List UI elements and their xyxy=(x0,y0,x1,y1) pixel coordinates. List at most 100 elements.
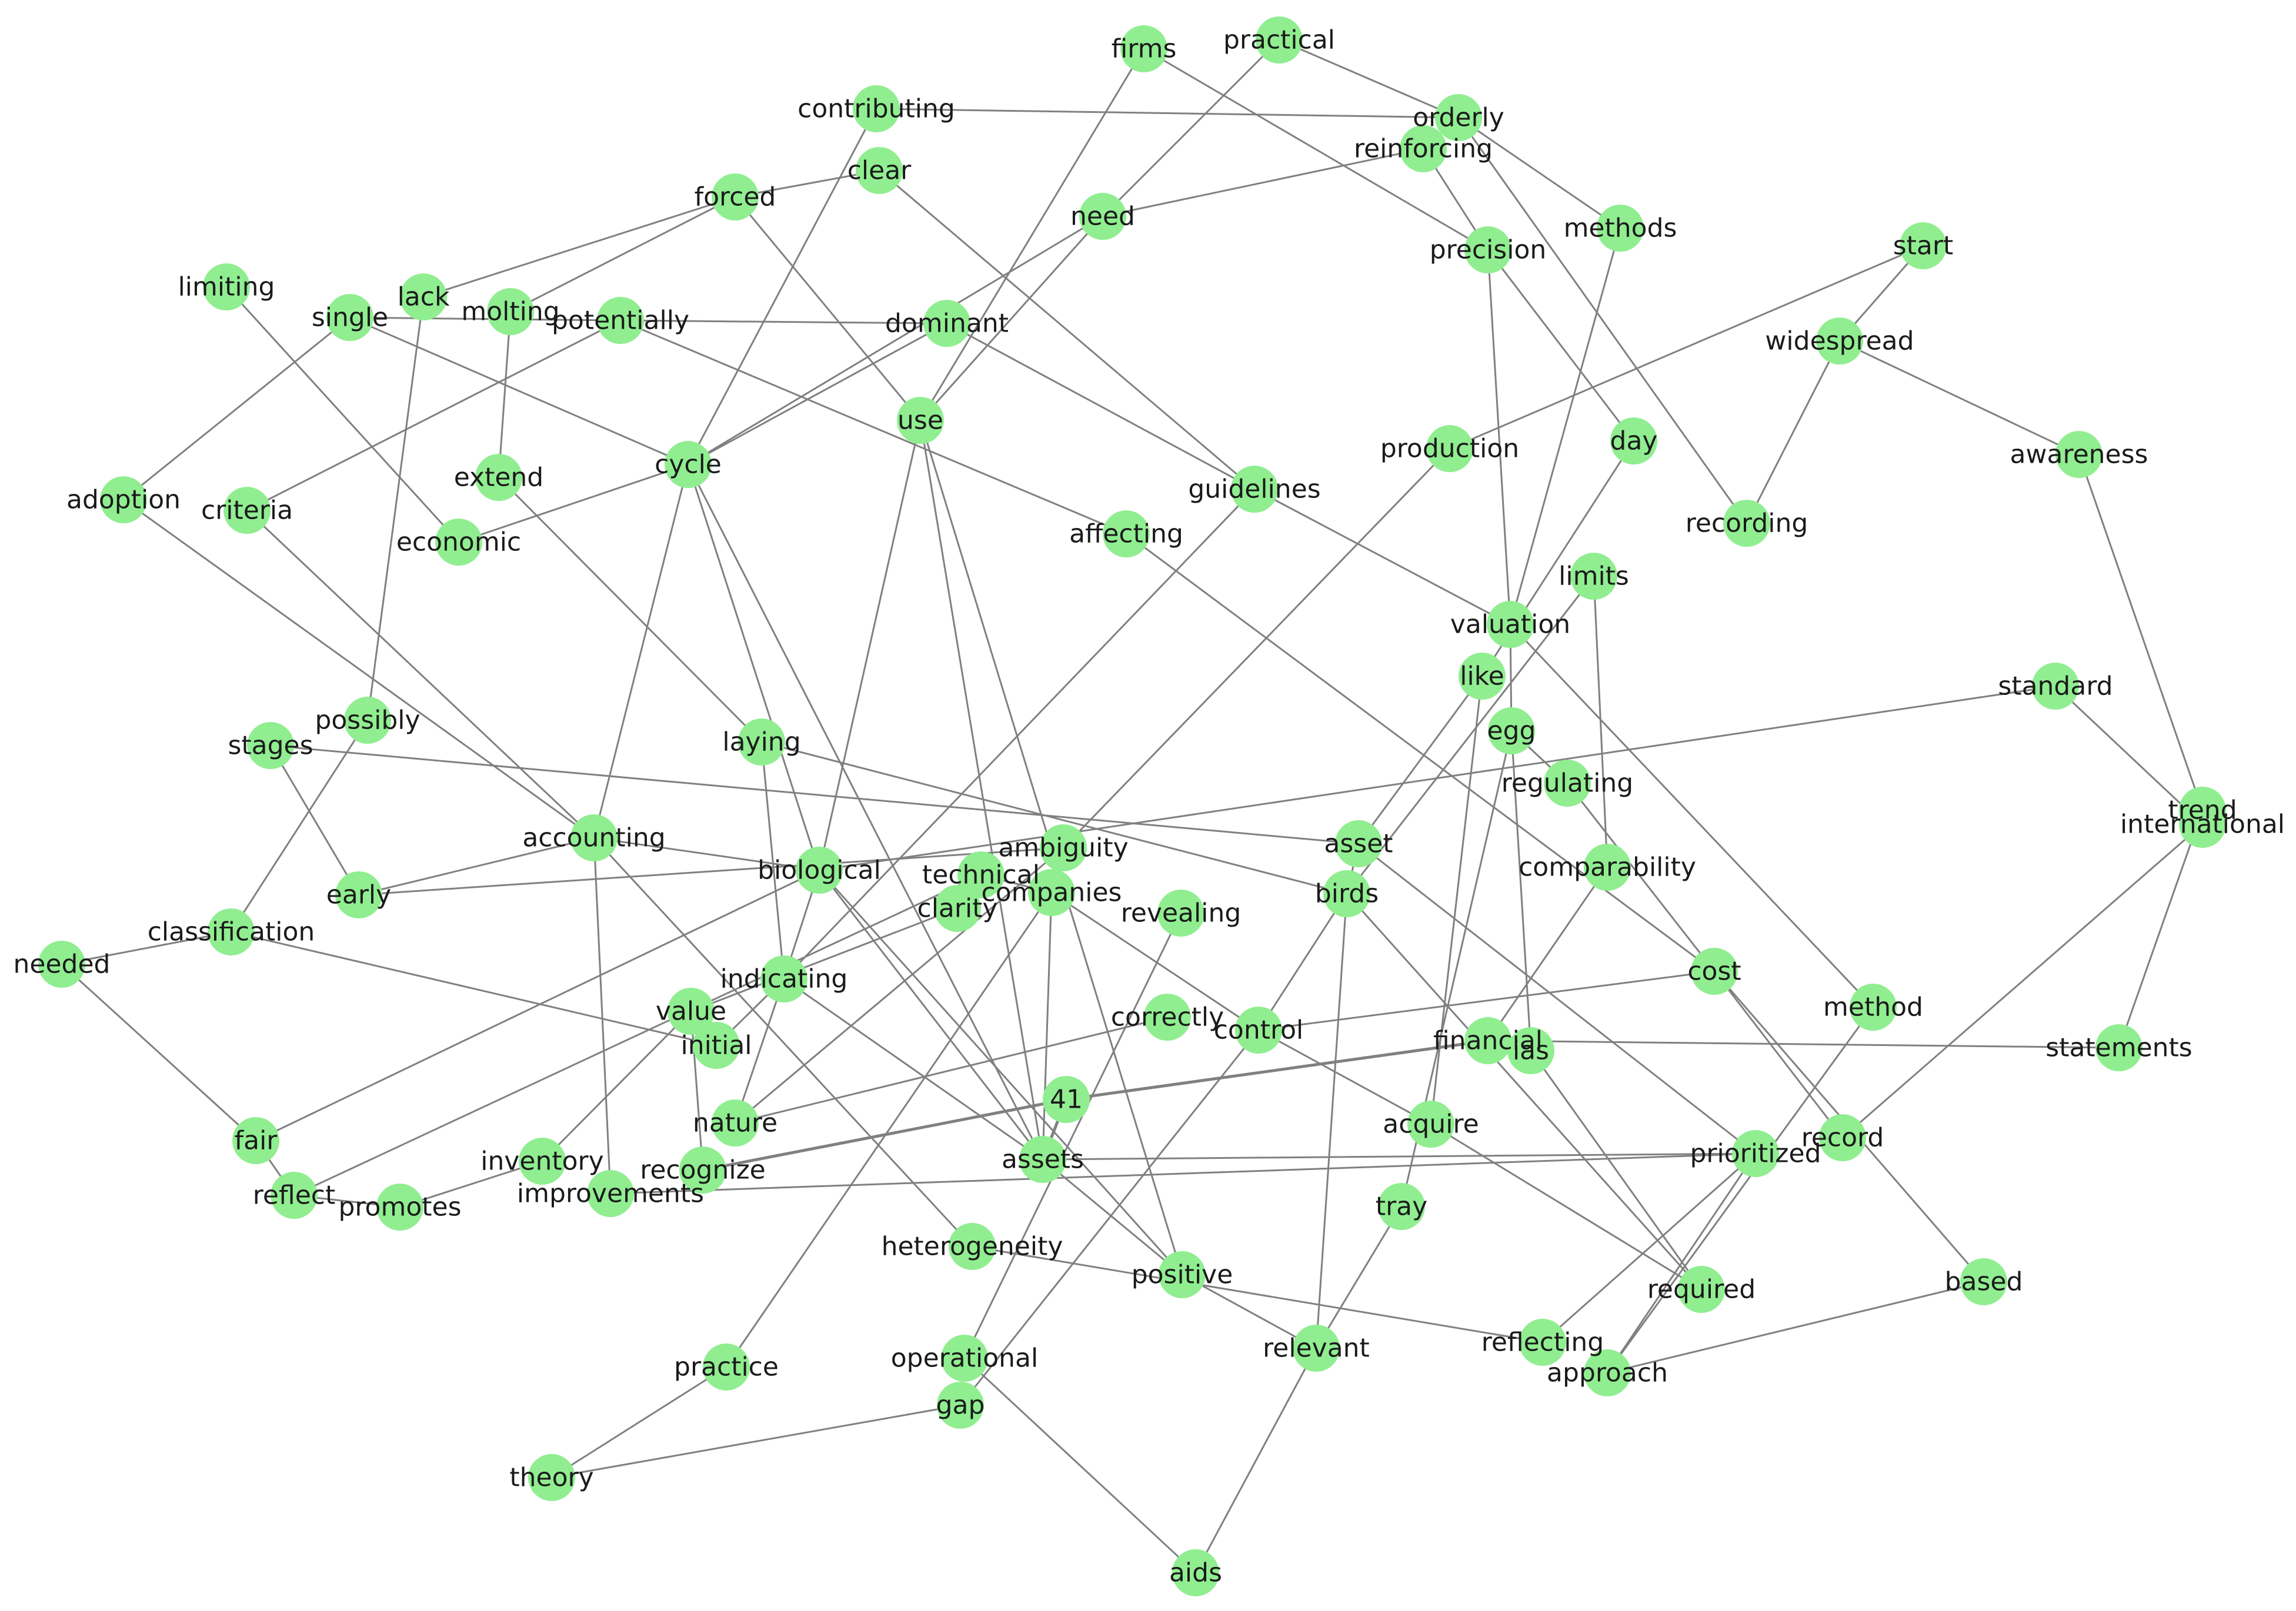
edge-forced-use xyxy=(734,196,922,422)
node-biological xyxy=(796,847,843,894)
edge-practice-theory xyxy=(550,1366,727,1479)
edge-clarity-value xyxy=(690,907,959,1012)
edge-reinforcing-need xyxy=(1102,148,1424,218)
node-label-widespread: widespread xyxy=(1765,326,1914,356)
node-asset xyxy=(1335,820,1382,867)
node-label-awareness: awareness xyxy=(2010,440,2148,470)
edge-inventory-promotes xyxy=(399,1160,543,1208)
node-initial xyxy=(693,1022,740,1069)
node-41 xyxy=(1043,1076,1090,1123)
node-label-nature: nature xyxy=(693,1108,777,1138)
edge-indicating-assets xyxy=(783,978,1044,1161)
node-label-egg: egg xyxy=(1487,716,1536,746)
node-relevant xyxy=(1293,1325,1340,1372)
edge-firms-precision xyxy=(1143,48,1489,251)
edge-value-inventory xyxy=(541,1010,692,1162)
node-theory xyxy=(528,1454,575,1501)
edge-practice-companies xyxy=(725,891,1053,1368)
edge-dominant-guidelines xyxy=(946,322,1256,490)
edge-valuation-method xyxy=(1509,623,1874,1008)
node-orderly xyxy=(1435,94,1482,141)
node-companies xyxy=(1028,869,1075,916)
edge-control-acquire xyxy=(1257,1029,1432,1125)
node-label-needed: needed xyxy=(14,950,111,980)
edge-asset-prioritized xyxy=(1357,843,1757,1155)
node-label-41: 41 xyxy=(1050,1085,1083,1115)
node-positive xyxy=(1159,1251,1206,1298)
edge-production-ambiguity xyxy=(1062,447,1451,849)
edge-contributing-orderly xyxy=(875,108,1460,119)
edge-ias-required xyxy=(1530,1050,1703,1291)
node-valuation xyxy=(1487,601,1534,648)
node-technical xyxy=(957,851,1004,898)
node-need xyxy=(1079,193,1126,240)
edge-clear-guidelines xyxy=(878,169,1256,490)
node-fair xyxy=(232,1117,279,1164)
node-label-single: single xyxy=(312,303,388,333)
edge-value-recognize xyxy=(690,1010,704,1171)
edge-use-assets xyxy=(919,419,1044,1161)
edge-ambiguity-early xyxy=(358,847,1064,896)
node-limiting xyxy=(203,263,250,310)
edge-operational-aids xyxy=(963,1357,1197,1574)
node-label-limits: limits xyxy=(1559,561,1629,591)
node-day xyxy=(1610,417,1657,464)
node-label-tray: tray xyxy=(1376,1192,1427,1222)
node-classification xyxy=(208,908,255,955)
node-dominant xyxy=(923,300,970,347)
edge-laying-indicating xyxy=(760,741,785,980)
node-label-companies: companies xyxy=(982,878,1122,908)
edge-dominant-cycle xyxy=(687,322,948,466)
node-revealing xyxy=(1157,890,1204,937)
edge-regulating-cost xyxy=(1566,782,1716,972)
node-early xyxy=(335,871,382,918)
node-label-cycle: cycle xyxy=(655,450,722,480)
node-label-like: like xyxy=(1460,661,1504,691)
edge-prioritized-reflecting xyxy=(1541,1152,1757,1343)
node-label-reflecting: reflecting xyxy=(1481,1328,1604,1358)
node-molting xyxy=(487,288,534,335)
node-correctly xyxy=(1144,994,1191,1041)
edge-revealing-operational xyxy=(963,912,1182,1359)
node-label-possibly: possibly xyxy=(315,706,420,736)
edge-orderly-recording xyxy=(1457,116,1748,524)
edge-forced-molting xyxy=(509,196,736,313)
edge-guidelines-valuation xyxy=(1253,488,1511,626)
node-label-early: early xyxy=(326,880,391,910)
edge-like-asset xyxy=(1357,675,1483,845)
node-recognize xyxy=(679,1147,726,1194)
node-label-extend: extend xyxy=(454,463,543,493)
edge-affecting-cost xyxy=(1125,533,1716,972)
edge-molting-extend xyxy=(498,310,512,479)
node-reflecting xyxy=(1519,1319,1566,1366)
node-label-limiting: limiting xyxy=(178,272,275,302)
edge-single-potentially xyxy=(349,316,622,322)
edge-methods-valuation xyxy=(1509,227,1621,626)
node-label-required: required xyxy=(1647,1275,1756,1305)
node-label-relevant: relevant xyxy=(1263,1333,1370,1363)
node-widespread xyxy=(1816,317,1863,365)
node-label-recognize: recognize xyxy=(640,1155,766,1185)
node-cost xyxy=(1691,948,1738,995)
edge-single-cycle xyxy=(349,316,689,466)
edge-need-use xyxy=(919,215,1104,422)
node-ias xyxy=(1507,1027,1554,1074)
edge-lack-possibly xyxy=(366,296,425,721)
node-label-adoption: adoption xyxy=(66,485,181,515)
edge-start-production xyxy=(1449,245,1924,450)
node-economic xyxy=(435,519,482,566)
edge-prioritized-approach xyxy=(1606,1152,1757,1374)
node-label-contributing: contributing xyxy=(797,94,955,124)
node-label-asset: asset xyxy=(1324,829,1393,859)
edge-precision-day xyxy=(1487,249,1635,442)
node-label-laying: laying xyxy=(722,727,800,757)
node-label-reflect: reflect xyxy=(253,1181,335,1211)
node-label-initial: initial xyxy=(681,1031,752,1061)
edge-layer xyxy=(61,39,2204,1574)
node-label-cost: cost xyxy=(1687,957,1741,987)
node-label-potentially: potentially xyxy=(552,306,689,336)
node-needed xyxy=(38,941,85,988)
node-comparability xyxy=(1584,844,1631,891)
node-label-guidelines: guidelines xyxy=(1188,474,1320,504)
